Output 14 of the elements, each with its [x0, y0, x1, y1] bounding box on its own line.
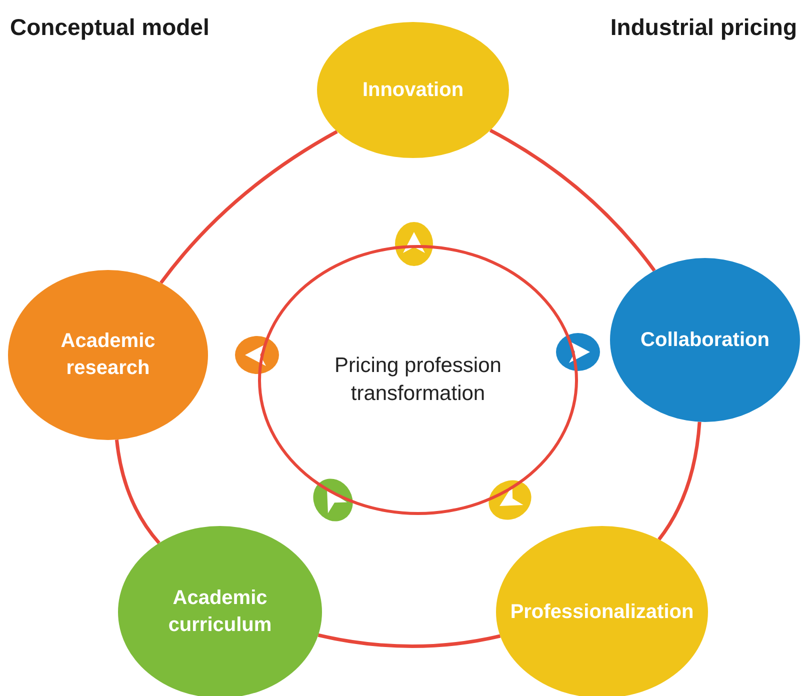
connector-line	[114, 439, 160, 544]
corner-heading: Industrial pricing	[610, 14, 797, 41]
connector-line	[160, 130, 338, 284]
node-label: Academic curriculum	[167, 586, 273, 638]
corner-heading: Conceptual model	[10, 14, 210, 41]
connector-line	[318, 633, 501, 648]
node-label: Innovation	[362, 78, 464, 102]
ring-node	[258, 245, 578, 515]
connector-line	[489, 128, 656, 272]
connector-line	[658, 422, 702, 541]
node-label: Academic research	[60, 329, 156, 381]
node-label: Collaboration	[640, 328, 770, 352]
node-label: Professionalization	[510, 600, 694, 624]
node-label: Pricing profession transformation	[334, 352, 502, 407]
